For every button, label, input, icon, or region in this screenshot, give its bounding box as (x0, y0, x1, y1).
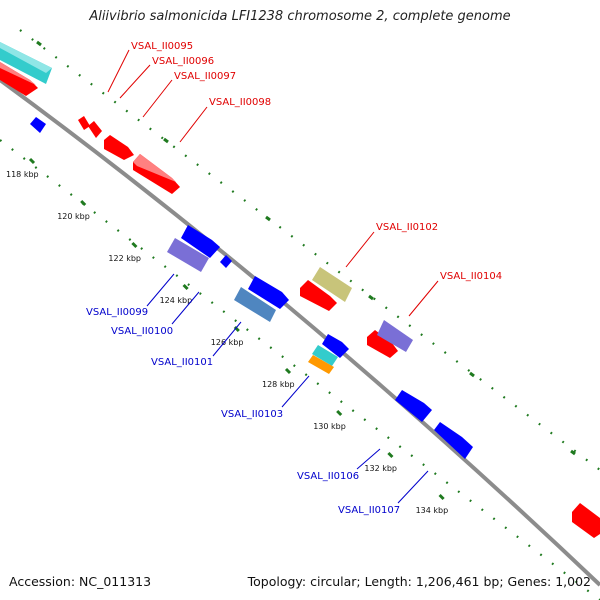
forward-features (0, 42, 600, 538)
forward-gene-labels: VSAL_II0095 VSAL_II0096 VSAL_II0097 VSAL… (131, 41, 502, 282)
callout-line-vsal-ii0106 (356, 448, 381, 470)
map-title: Aliivibrio salmonicida LFI1238 chromosom… (89, 9, 511, 24)
gene-label-vsal-ii0104[interactable]: VSAL_II0104 (440, 271, 502, 282)
gene-vsal-ii0103c[interactable] (308, 355, 334, 374)
gene-vsal-ii0103[interactable] (322, 334, 349, 358)
outer-tick (368, 294, 374, 301)
gene-vsal-ii0104[interactable] (367, 330, 398, 358)
gene-vsal-ii0104b[interactable] (377, 320, 413, 352)
gene-vsal-ii0101[interactable] (248, 276, 289, 309)
kbp-tick (336, 409, 343, 417)
callout-line-vsal-ii0104 (408, 280, 439, 317)
kbp-label: 118 kbp (6, 170, 39, 179)
kbp-label: 134 kbp (416, 506, 449, 515)
outer-tick (36, 40, 42, 47)
gene-vsal-ii0099[interactable] (167, 238, 209, 272)
gene-label-vsal-ii0096[interactable]: VSAL_II0096 (152, 56, 214, 67)
topology-summary: Topology: circular; Length: 1,206,461 bp… (247, 574, 591, 589)
outer-tick (570, 449, 576, 456)
gene-label-vsal-ii0098[interactable]: VSAL_II0098 (209, 97, 271, 108)
gene-label-vsal-ii0106[interactable]: VSAL_II0106 (297, 471, 359, 482)
gene-vsal-ii0106[interactable] (395, 390, 432, 422)
reverse-gene-callouts (146, 273, 429, 504)
gene-vsal-ii0107[interactable] (434, 422, 473, 459)
callout-line-vsal-ii0097 (142, 79, 173, 118)
gene-label-vsal-ii0103[interactable]: VSAL_II0103 (221, 409, 283, 420)
kbp-label: 124 kbp (160, 296, 193, 305)
outer-tick (469, 371, 475, 378)
accession-text: Accession: NC_011313 (9, 574, 152, 589)
gene-vsal-ii0096[interactable] (78, 116, 90, 130)
kbp-label: 122 kbp (108, 254, 141, 263)
gene-vsal-ii0099c[interactable] (220, 255, 232, 268)
callout-line-vsal-ii0102 (345, 231, 375, 268)
callout-line-vsal-ii0099 (146, 273, 175, 307)
kbp-tick (387, 451, 394, 459)
kbp-label: 126 kbp (211, 338, 244, 347)
chromosome-backbone (0, 78, 600, 587)
outer-major-ticks (36, 40, 576, 456)
inner-track-guide (0, 139, 600, 600)
kbp-label: 120 kbp (57, 212, 90, 221)
gene-label-vsal-ii0101[interactable]: VSAL_II0101 (151, 357, 213, 368)
kbp-label: 128 kbp (262, 380, 295, 389)
callout-line-vsal-ii0100 (171, 291, 200, 325)
outer-track-guide (19, 29, 600, 471)
kbp-tick (28, 157, 36, 165)
gene-vsal-ii0098[interactable] (133, 154, 180, 194)
kbp-tick (284, 367, 292, 375)
gene-vsal-ii0102[interactable] (300, 280, 337, 311)
kbp-scale: 118 kbp 120 kbp 122 kbp 124 kbp 126 kbp 128 k… (6, 157, 449, 515)
kbp-tick (233, 325, 240, 333)
gene-label-vsal-ii0107[interactable]: VSAL_II0107 (338, 505, 400, 516)
gene-label-vsal-ii0102[interactable]: VSAL_II0102 (376, 222, 438, 233)
gene-vsal-ii0097[interactable] (88, 121, 102, 138)
kbp-tick (80, 199, 87, 207)
callout-line-vsal-ii0103 (281, 375, 310, 408)
kbp-label: 132 kbp (364, 464, 397, 473)
callout-line-vsal-ii0098 (179, 106, 208, 143)
callout-line-vsal-ii0107 (397, 470, 429, 504)
callout-line-vsal-ii0096 (119, 64, 151, 99)
callout-line-vsal-ii0101 (212, 321, 242, 357)
kbp-tick (182, 283, 189, 291)
reverse-gene-labels: VSAL_II0099 VSAL_II0100 VSAL_II0101 VSAL… (86, 307, 400, 516)
gene-vsal-ii0099b[interactable] (181, 225, 220, 258)
gene-vsal-ii0093[interactable] (30, 117, 46, 133)
gene-vsal-ii0100[interactable] (234, 287, 276, 322)
gene-vsal-ii0097b[interactable] (104, 135, 134, 160)
kbp-tick (131, 241, 138, 249)
kbp-tick (438, 493, 445, 501)
gene-label-vsal-ii0100[interactable]: VSAL_II0100 (111, 326, 173, 337)
kbp-label: 130 kbp (313, 422, 346, 431)
forward-gene-callouts (107, 49, 439, 317)
gene-vsal-ii0102b[interactable] (312, 267, 352, 302)
gene-label-vsal-ii0095[interactable]: VSAL_II0095 (131, 41, 193, 52)
reverse-features (30, 117, 473, 459)
outer-tick (265, 215, 271, 222)
outer-tick (163, 137, 169, 144)
gene-vsal-ii0110[interactable] (572, 503, 600, 538)
gene-vsal-ii0094[interactable] (0, 42, 52, 84)
callout-line-vsal-ii0095 (107, 49, 130, 93)
gene-vsal-ii0095[interactable] (0, 62, 38, 96)
gene-label-vsal-ii0099[interactable]: VSAL_II0099 (86, 307, 148, 318)
gene-vsal-ii0103b[interactable] (312, 345, 338, 366)
gene-label-vsal-ii0097[interactable]: VSAL_II0097 (174, 71, 236, 82)
